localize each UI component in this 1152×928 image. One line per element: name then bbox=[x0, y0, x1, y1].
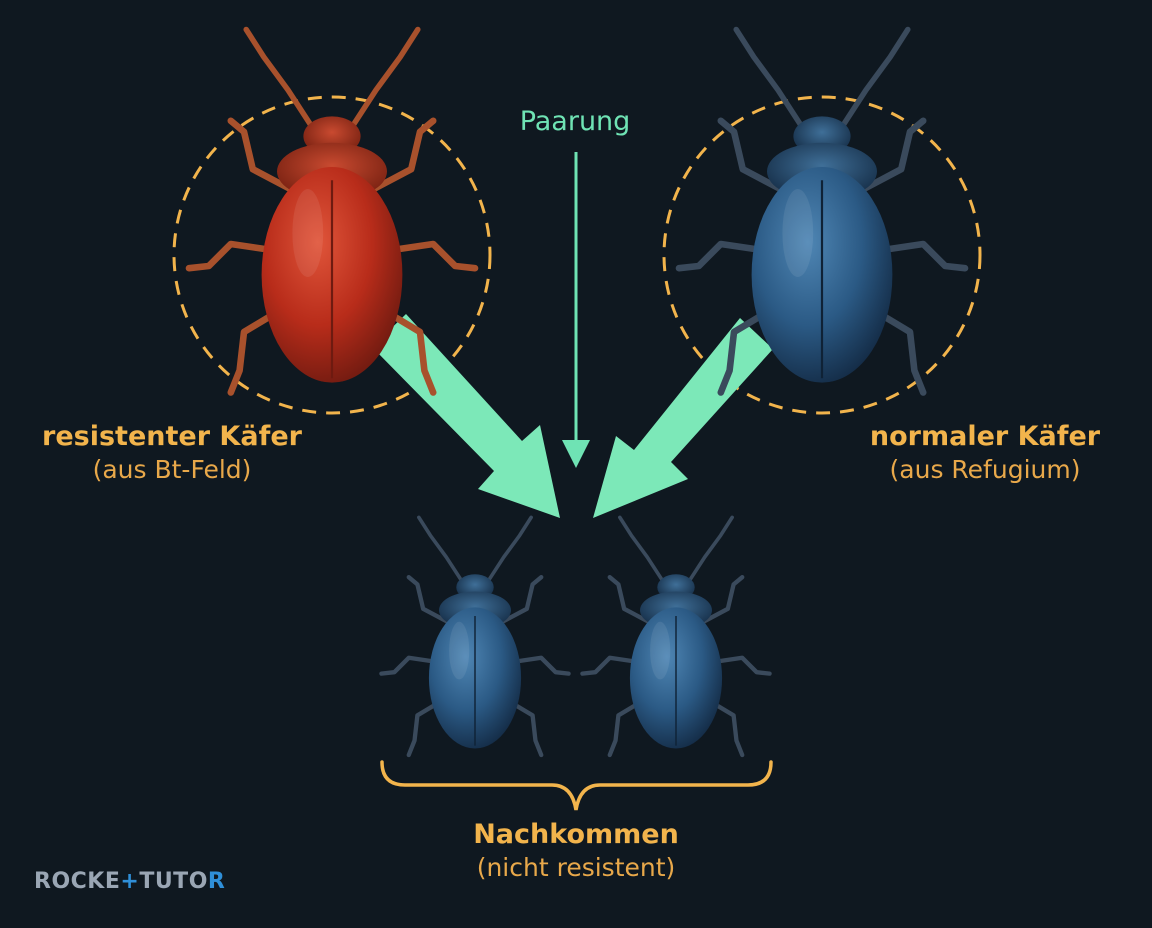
offspring-beetle-1-icon bbox=[381, 517, 568, 755]
offspring-subtitle: (nicht resistent) bbox=[476, 853, 676, 882]
resistant-beetle-subtitle: (aus Bt-Feld) bbox=[92, 455, 252, 484]
mating-label: Paarung bbox=[519, 106, 631, 137]
brand-logo: ROCKE+TUTOR bbox=[34, 869, 226, 894]
mating-arrow-head bbox=[562, 440, 590, 468]
arrow-left-to-offspring bbox=[372, 314, 560, 518]
highlight-circle-left bbox=[172, 95, 492, 415]
offspring-title: Nachkommen bbox=[473, 819, 679, 850]
normal-beetle-subtitle: (aus Refugium) bbox=[889, 455, 1081, 484]
beetle-resistant-icon bbox=[189, 29, 475, 392]
normal-beetle-title: normaler Käfer bbox=[869, 421, 1101, 452]
highlight-circle-right bbox=[662, 95, 982, 415]
resistant-beetle-label: resistenter Käfer (aus Bt-Feld) bbox=[22, 420, 322, 486]
arrow-right-to-offspring bbox=[593, 318, 773, 518]
offspring-brace bbox=[380, 760, 773, 811]
beetle-normal-icon bbox=[679, 29, 965, 392]
normal-beetle-label: normaler Käfer (aus Refugium) bbox=[845, 420, 1125, 486]
offspring-beetle-2-icon bbox=[582, 517, 769, 755]
offspring-label: Nachkommen (nicht resistent) bbox=[426, 818, 726, 884]
resistant-beetle-title: resistenter Käfer bbox=[42, 421, 302, 452]
